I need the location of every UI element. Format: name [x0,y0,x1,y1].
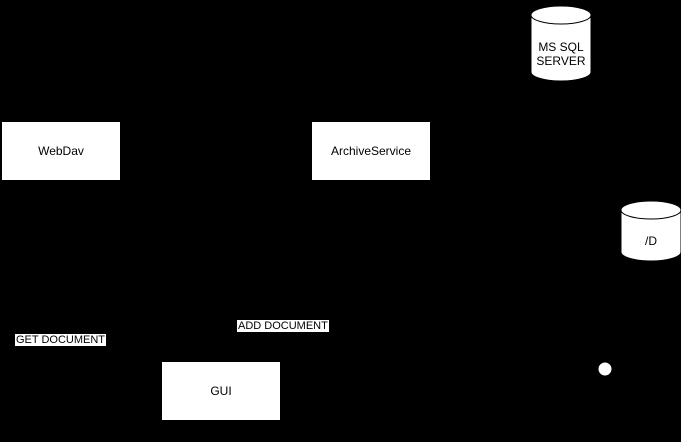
actor-right-leg [604,398,619,421]
node-archive-service[interactable]: ArchiveService [311,121,431,181]
storage-cylinder [620,200,681,262]
edge-archiveservice-to-database [431,90,565,152]
node-webdav[interactable]: WebDav [1,121,121,181]
node-gui[interactable]: GUI [161,361,281,421]
edge-label-add-document: ADD DOCUMENT [237,320,329,332]
node-webdav-label: WebDav [38,144,84,158]
actor-figure [591,361,619,421]
database-cylinder [530,5,592,82]
node-archive-service-label: ArchiveService [330,144,412,158]
node-gui-label: GUI [210,384,232,398]
edge-gui-to-webdav [57,191,161,391]
edge-label-get-document: GET DOCUMENT [15,334,107,346]
database-label: MS SQL SERVER [536,40,586,68]
storage-label: /D [645,234,657,248]
edge-gui-to-archiveservice [220,181,375,361]
actor-label: Actor [591,428,617,440]
actor-left-leg [591,398,606,421]
edge-archiveservice-to-storage [561,150,655,190]
actor-head [597,361,613,377]
